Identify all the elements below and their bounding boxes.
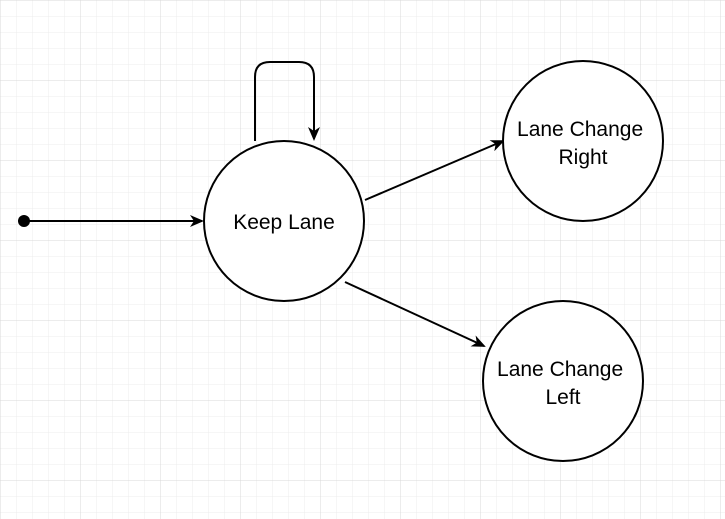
state-lane-change-left-circle (482, 300, 644, 462)
state-lane-change-right[interactable]: Lane Change Right (502, 60, 664, 222)
state-keep-lane-circle (203, 140, 365, 302)
state-lane-change-left-label-line2: Left (545, 386, 580, 409)
svg-text:Lane Change Right: Lane Change Right (517, 118, 649, 169)
edge-keep-lane-to-lane-change-left (344, 281, 486, 347)
state-lane-change-left-label-line1: Lane Change (497, 358, 623, 381)
edge-keep-lane-to-lane-change-right (364, 140, 505, 201)
edge-keep-lane-self-loop (254, 61, 320, 141)
svg-text:Keep Lane: Keep Lane (233, 211, 335, 234)
svg-text:Lane Change Left: Lane Change Left (497, 358, 629, 409)
state-keep-lane[interactable]: Keep Lane (203, 140, 365, 302)
state-lane-change-right-circle (502, 60, 664, 222)
state-keep-lane-label: Keep Lane (233, 211, 335, 234)
state-lane-change-right-label-line2: Right (558, 146, 607, 169)
state-lane-change-right-label-line1: Lane Change (517, 118, 643, 141)
state-lane-change-left[interactable]: Lane Change Left (482, 300, 644, 462)
